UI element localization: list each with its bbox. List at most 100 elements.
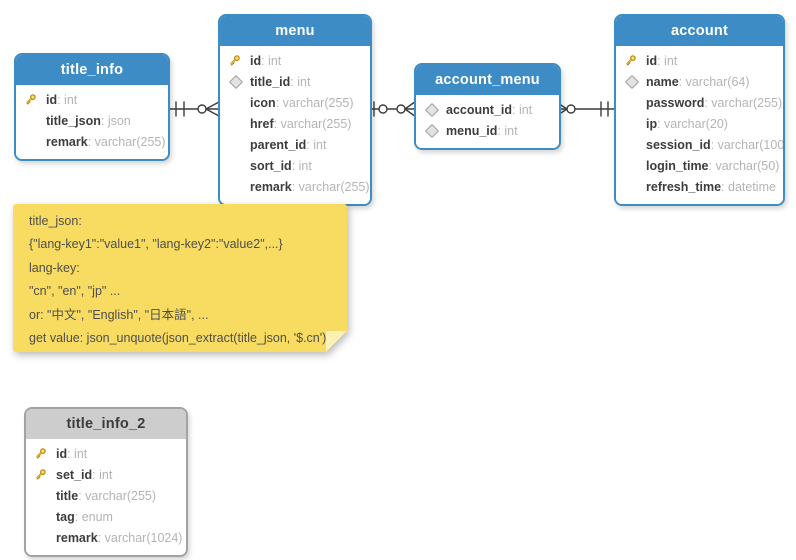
field-name: href: [250, 116, 274, 131]
field-type: : int: [290, 74, 311, 89]
connector-title_info-menu[interactable]: [165, 101, 219, 117]
field-name: name: [646, 74, 679, 89]
field-type: : varchar(255): [78, 488, 157, 503]
diamond-icon: [624, 74, 646, 89]
field-type: : json: [100, 113, 131, 128]
field-type: : enum: [74, 509, 113, 524]
field-name: tag: [56, 509, 75, 524]
table-title[interactable]: menu: [220, 16, 370, 46]
diamond-icon: [424, 102, 446, 117]
field-name: login_time: [646, 158, 709, 173]
field-row[interactable]: remark: varchar(255): [16, 131, 168, 152]
field-row[interactable]: login_time: varchar(50): [616, 155, 783, 176]
field-type: : varchar(255): [704, 95, 783, 110]
field-row[interactable]: remark: varchar(255): [220, 176, 370, 197]
field-type: : varchar(255): [275, 95, 354, 110]
field-row[interactable]: name: varchar(64): [616, 71, 783, 92]
field-type: : datetime: [721, 179, 776, 194]
table-title[interactable]: title_info: [16, 55, 168, 85]
field-row[interactable]: id: int: [16, 89, 168, 110]
field-row[interactable]: title_id: int: [220, 71, 370, 92]
diamond-icon: [228, 74, 250, 89]
field-row[interactable]: ip: varchar(20): [616, 113, 783, 134]
field-name: remark: [250, 179, 292, 194]
field-row[interactable]: session_id: varchar(100): [616, 134, 783, 155]
note-line: {"lang-key1":"value1", "lang-key2":"valu…: [29, 237, 283, 252]
field-row[interactable]: href: varchar(255): [220, 113, 370, 134]
field-row[interactable]: id: int: [26, 443, 186, 464]
note-line: get value: json_unquote(json_extract(tit…: [29, 331, 327, 346]
field-row[interactable]: tag: enum: [26, 506, 186, 527]
field-name: title_id: [250, 74, 291, 89]
note-line: "cn", "en", "jp" ...: [29, 284, 121, 299]
field-type: : varchar(50): [708, 158, 780, 173]
field-row[interactable]: title: varchar(255): [26, 485, 186, 506]
note-fold-corner: [326, 331, 347, 352]
field-row[interactable]: menu_id: int: [416, 120, 559, 141]
key-icon: [34, 468, 56, 481]
field-type: : int: [306, 137, 327, 152]
note-line: or: "中文", "English", "日本語", ...: [29, 307, 209, 322]
sticky-note-shadow: title_json: {"lang-key1":"value1", "lang-…: [13, 204, 347, 352]
field-row[interactable]: id: int: [220, 50, 370, 71]
field-row[interactable]: icon: varchar(255): [220, 92, 370, 113]
field-name: title: [56, 488, 79, 503]
field-row[interactable]: refresh_time: datetime: [616, 176, 783, 197]
field-name: account_id: [446, 102, 512, 117]
field-name: session_id: [646, 137, 711, 152]
field-type: : varchar(255): [291, 179, 370, 194]
note-line: lang-key:: [29, 260, 80, 275]
field-type: : varchar(100): [710, 137, 785, 152]
field-row[interactable]: password: varchar(255): [616, 92, 783, 113]
field-name: remark: [56, 530, 98, 545]
field-row[interactable]: parent_id: int: [220, 134, 370, 155]
field-name: icon: [250, 95, 276, 110]
field-row[interactable]: remark: varchar(1024): [26, 527, 186, 548]
field-type: : varchar(64): [678, 74, 750, 89]
table-title[interactable]: account_menu: [416, 65, 559, 95]
field-row[interactable]: title_json: json: [16, 110, 168, 131]
field-name: menu_id: [446, 123, 498, 138]
field-row[interactable]: set_id: int: [26, 464, 186, 485]
field-type: : int: [92, 467, 113, 482]
field-name: parent_id: [250, 137, 307, 152]
key-icon: [34, 447, 56, 460]
field-type: : varchar(1024): [97, 530, 183, 545]
note-line: title_json:: [29, 214, 82, 228]
field-type: : int: [497, 123, 518, 138]
table-title[interactable]: title_info_2: [26, 409, 186, 439]
field-type: : int: [657, 53, 678, 68]
field-type: : varchar(255): [273, 116, 352, 131]
field-row[interactable]: id: int: [616, 50, 783, 71]
field-type: : varchar(20): [657, 116, 728, 131]
field-name: ip: [646, 116, 658, 131]
field-type: : int: [57, 92, 78, 107]
field-name: set_id: [56, 467, 93, 482]
field-type: : int: [512, 102, 533, 117]
field-type: : int: [291, 158, 312, 173]
field-row[interactable]: account_id: int: [416, 99, 559, 120]
field-name: sort_id: [250, 158, 292, 173]
field-name: refresh_time: [646, 179, 722, 194]
connector-menu-account_menu[interactable]: [367, 101, 415, 117]
sticky-note[interactable]: title_json: {"lang-key1":"value1", "lang-…: [13, 204, 347, 352]
field-row[interactable]: sort_id: int: [220, 155, 370, 176]
key-icon: [24, 93, 46, 106]
field-type: : int: [67, 446, 88, 461]
field-type: : varchar(255): [87, 134, 166, 149]
connector-account_menu-account[interactable]: [556, 101, 615, 117]
field-name: id: [646, 53, 658, 68]
table-title[interactable]: account: [616, 16, 783, 46]
